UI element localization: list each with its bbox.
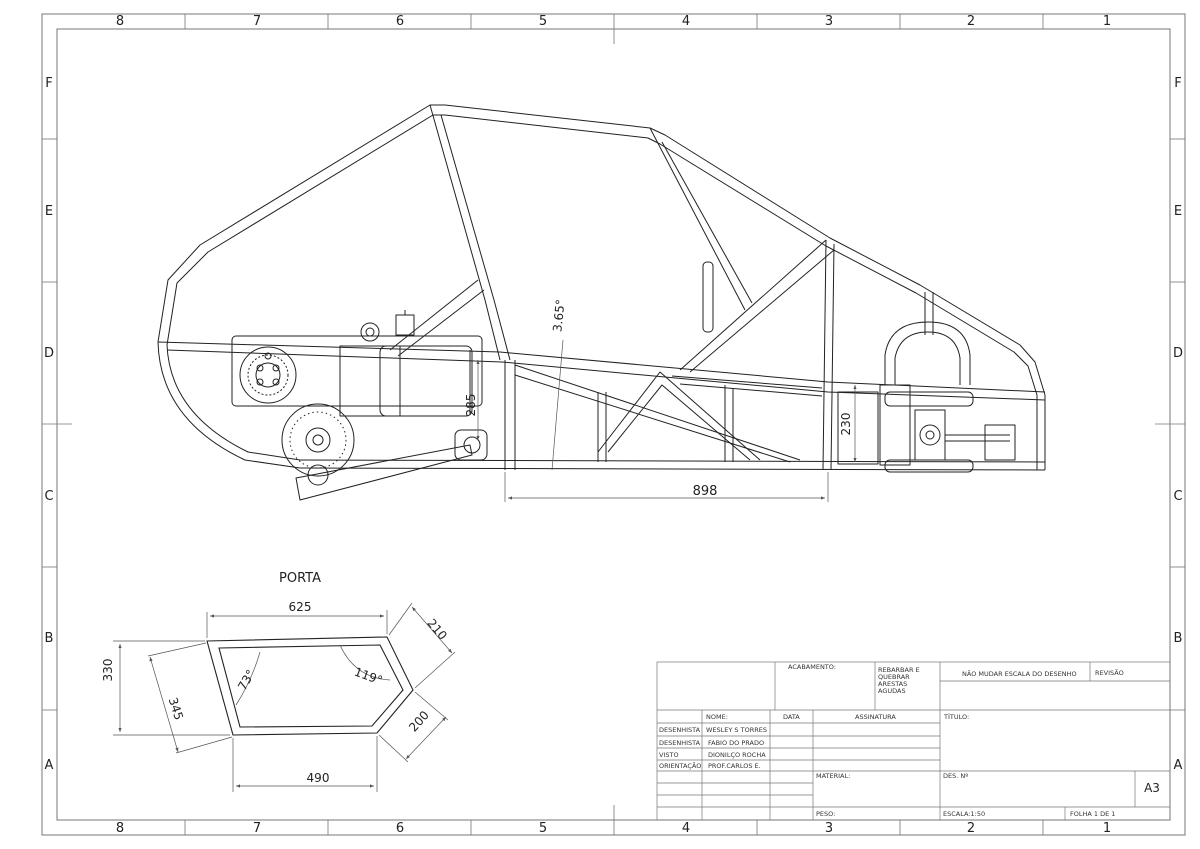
col-label: 7 — [253, 821, 261, 836]
col-label: 4 — [682, 821, 690, 836]
person-name: DIONILÇO ROCHA — [708, 751, 766, 759]
col-data: DATA — [783, 713, 800, 721]
dim-height-front: 230 — [839, 413, 853, 436]
chassis-dimensions — [476, 339, 857, 502]
row-label: F — [1174, 76, 1181, 91]
col-label: 5 — [539, 14, 547, 29]
dim-height-rear: 285 — [464, 394, 478, 417]
row-label: E — [1174, 204, 1182, 219]
door-dim-left: 330 — [101, 659, 115, 682]
col-label: 2 — [967, 14, 975, 29]
row-label: D — [44, 346, 54, 361]
role-label: DESENHISTA — [659, 726, 701, 734]
col-label: 4 — [682, 14, 690, 29]
row-label: B — [45, 631, 54, 646]
row-label: A — [45, 758, 54, 773]
col-label: 1 — [1103, 14, 1111, 29]
titulo-label: TÍTULO: — [943, 712, 969, 721]
role-label: ORIENTAÇÃO — [659, 761, 701, 770]
person-name: PROF.CARLOS E. — [708, 762, 761, 770]
row-label: C — [1173, 489, 1182, 504]
col-label: 8 — [116, 14, 124, 29]
col-label: 3 — [825, 821, 833, 836]
col-label: 5 — [539, 821, 547, 836]
row-label: B — [1174, 631, 1183, 646]
door-angle-right: 119° — [352, 665, 384, 688]
door-outline — [206, 636, 414, 736]
dim-length: 898 — [693, 484, 718, 499]
door-title: PORTA — [279, 571, 321, 586]
person-name: WESLEY S TORRES — [706, 726, 767, 734]
door-dim-top: 625 — [289, 600, 312, 614]
col-label: 6 — [396, 821, 404, 836]
door-dim-upper-right: 210 — [424, 616, 449, 643]
door-dimensions — [113, 602, 456, 792]
col-assinatura: ASSINATURA — [855, 713, 896, 721]
rear-arch — [157, 341, 301, 469]
col-nome: NOME: — [706, 713, 728, 721]
chassis-side-view — [157, 104, 1046, 501]
zone-labels: 8 7 6 5 4 3 2 1 8 7 6 5 4 3 2 1 F E D C … — [44, 14, 1183, 836]
col-label: 2 — [967, 821, 975, 836]
role-label: DESENHISTA — [659, 739, 701, 747]
acabamento-label: ACABAMENTO: — [788, 663, 836, 671]
finish-note-1: REBARBAR E — [878, 666, 920, 674]
front-suspension — [837, 292, 1016, 473]
peso-label: PESO: — [816, 810, 835, 818]
folha-label: FOLHA 1 DE 1 — [1070, 810, 1115, 818]
row-label: E — [45, 204, 53, 219]
person-name: FABIO DO PRADO — [708, 739, 764, 747]
scale-note: NÃO MUDAR ESCALA DO DESENHO — [962, 669, 1077, 678]
roll-cage-tubes — [157, 104, 1046, 471]
finish-note-2: QUEBRAR — [878, 673, 910, 681]
finish-note-3: ARESTAS — [878, 680, 907, 688]
col-label: 6 — [396, 14, 404, 29]
escala-label: ESCALA:1:50 — [943, 810, 985, 818]
col-label: 1 — [1103, 821, 1111, 836]
revisao-label: REVISÃO — [1095, 668, 1124, 677]
col-label: 7 — [253, 14, 261, 29]
drawing-border — [41, 13, 1186, 836]
material-label: MATERIAL: — [816, 772, 850, 780]
title-block-text: ACABAMENTO: REBARBAR E QUEBRAR ARESTAS A… — [659, 663, 1160, 818]
title-block — [656, 661, 1171, 821]
door-dim-lower-right: 200 — [406, 708, 432, 734]
col-label: 8 — [116, 821, 124, 836]
row-label: F — [45, 76, 52, 91]
des-no-label: DES. Nº — [943, 772, 968, 780]
row-label: C — [44, 489, 53, 504]
floor-triangulation — [514, 364, 823, 463]
door-dim-slant-left: 345 — [166, 696, 186, 722]
finish-note-4: AGUDAS — [878, 687, 906, 695]
sheet-size: A3 — [1144, 781, 1160, 795]
col-label: 3 — [825, 14, 833, 29]
row-label: A — [1174, 758, 1183, 773]
door-angle-left: 73° — [235, 667, 258, 692]
powertrain — [231, 310, 488, 501]
door-dim-bottom: 490 — [307, 771, 330, 785]
row-label: D — [1173, 346, 1183, 361]
role-label: VISTO — [659, 751, 679, 759]
dim-angle: 3.65° — [550, 299, 567, 333]
